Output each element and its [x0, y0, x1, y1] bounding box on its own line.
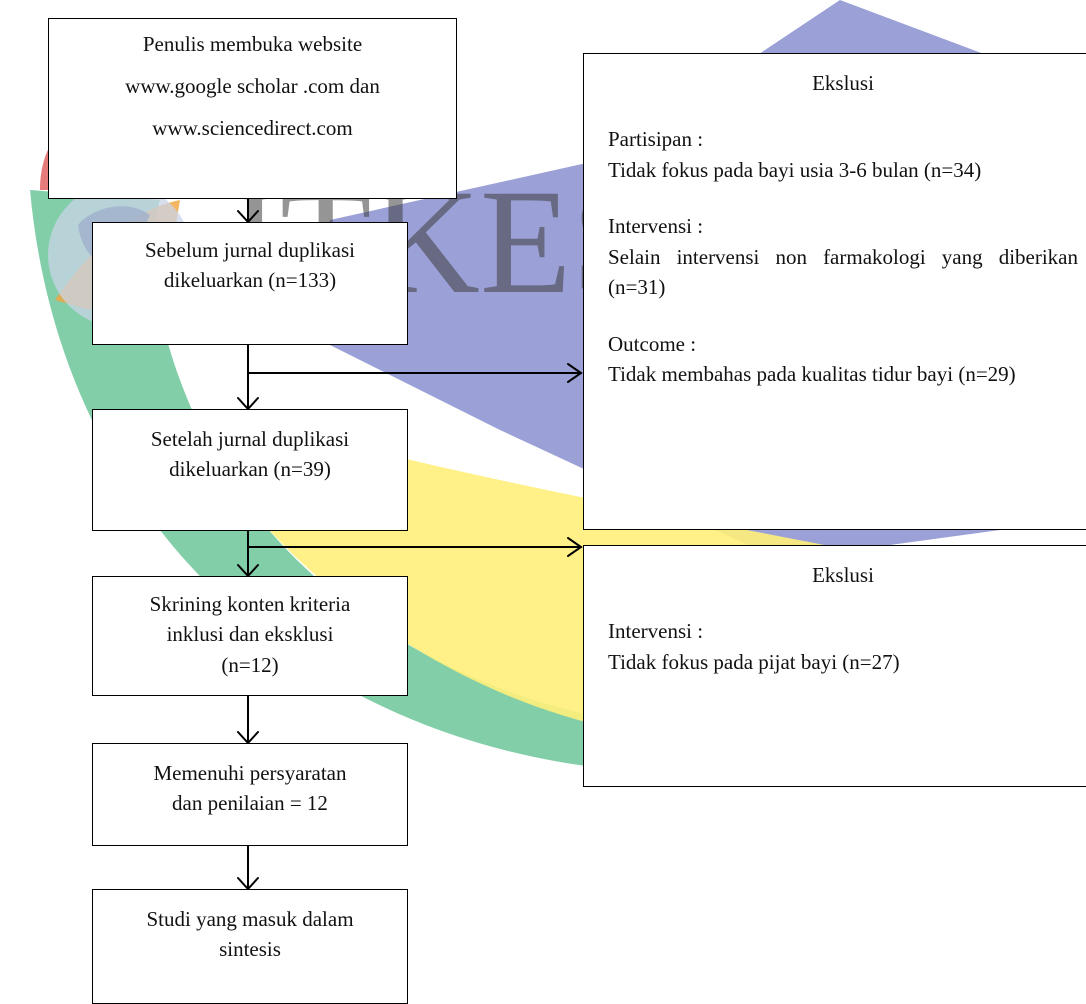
exclusion1-outcome-label: Outcome :	[608, 331, 697, 356]
arrowhead-2-excl1	[567, 363, 583, 383]
exclusion1-participant-text: Tidak fokus pada bayi usia 3-6 bulan (n=…	[608, 157, 982, 182]
arrowhead-3-excl2	[567, 537, 583, 557]
step-included-synthesis: Studi yang masuk dalam sintesis	[92, 889, 408, 1004]
exclusion1-title: Ekslusi	[812, 71, 874, 95]
step6-line1: Studi yang masuk dalam	[146, 907, 354, 931]
step4-line3: (n=12)	[221, 652, 279, 677]
exclusion-box-1: Ekslusi Partisipan : Tidak fokus pada ba…	[583, 53, 1086, 530]
exclusion1-outcome-text: Tidak membahas pada kualitas tidur bayi …	[608, 362, 1016, 387]
exclusion2-title: Ekslusi	[812, 563, 874, 587]
step2-line1: Sebelum jurnal duplikasi	[145, 238, 355, 262]
step-after-duplicate-removal: Setelah jurnal duplikasi dikeluarkan (n=…	[92, 409, 408, 531]
step3-line1: Setelah jurnal duplikasi	[150, 427, 350, 451]
step6-line2: sintesis	[219, 937, 281, 962]
step1-line3: www.sciencedirect.com	[152, 116, 353, 140]
step4-line1: Skrining konten kriteria	[149, 592, 351, 616]
step-before-duplicate-removal: Sebelum jurnal duplikasi dikeluarkan (n=…	[92, 222, 408, 345]
step1-line2: www.google scholar .com dan	[125, 74, 380, 98]
step3-line2: dikeluarkan (n=39)	[169, 457, 331, 482]
step1-line1: Penulis membuka website	[142, 32, 363, 56]
step5-line2: dan penilaian = 12	[172, 791, 328, 816]
step2-line2: dikeluarkan (n=133)	[163, 268, 337, 293]
step5-line1: Memenuhi persyaratan	[153, 761, 347, 785]
step4-line2: inklusi dan eksklusi	[166, 622, 334, 647]
exclusion2-intervention-label: Intervensi :	[608, 619, 704, 644]
step-eligibility: Memenuhi persyaratan dan penilaian = 12	[92, 743, 408, 846]
exclusion1-intervention-text: Selain intervensi non farmakologi yang d…	[608, 244, 1078, 300]
exclusion2-intervention-text: Tidak fokus pada pijat bayi (n=27)	[608, 649, 900, 674]
exclusion-box-2: Ekslusi Intervensi : Tidak fokus pada pi…	[583, 545, 1086, 787]
exclusion1-participant-label: Partisipan :	[608, 127, 704, 152]
step-open-website: Penulis membuka website www.google schol…	[48, 18, 457, 199]
step-screening: Skrining konten kriteria inklusi dan eks…	[92, 576, 408, 696]
exclusion1-intervention-label: Intervensi :	[608, 214, 704, 239]
